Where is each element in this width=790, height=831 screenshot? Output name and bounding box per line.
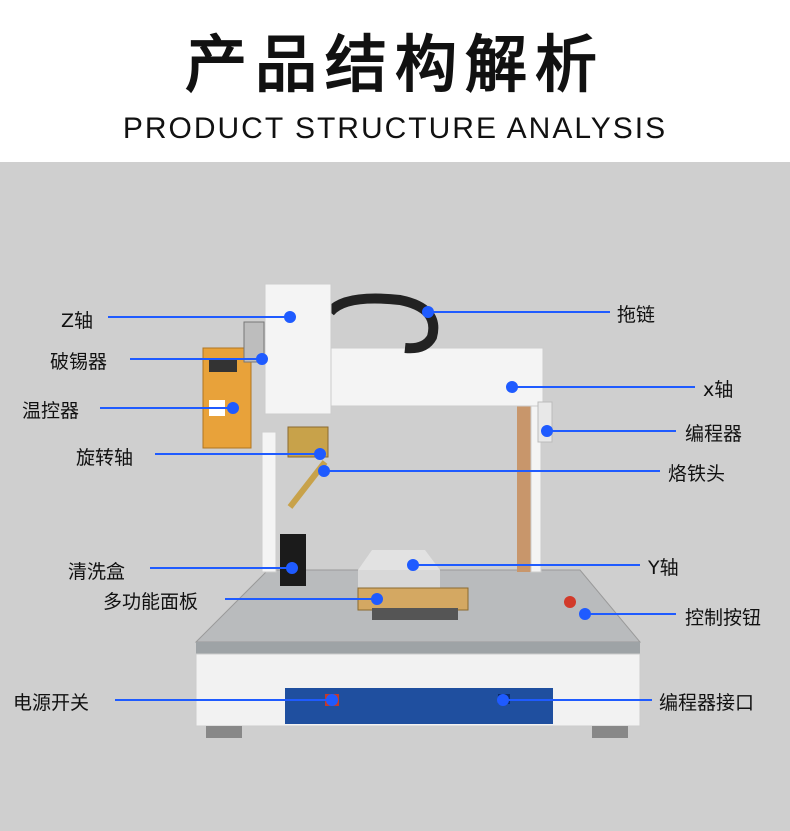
cleaning-box-shape — [280, 534, 306, 586]
soldering-machine-illustration — [100, 283, 695, 738]
label-programmer-port: 编程器接口 — [659, 692, 755, 714]
label-x-axis: x轴 — [703, 379, 734, 401]
drag-chain-shape — [326, 293, 439, 354]
left-upright — [261, 431, 277, 573]
tin-breaker-shape — [243, 321, 265, 363]
foot-right — [592, 726, 628, 738]
label-power-switch: 电源开关 — [13, 692, 90, 714]
label-multi-panel: 多功能面板 — [103, 591, 199, 613]
temp-display — [209, 360, 237, 372]
label-drag-chain: 拖链 — [617, 304, 656, 326]
page-title: 产品结构解析 — [184, 28, 605, 101]
label-tin-breaker: 破锡器 — [50, 351, 108, 373]
product-photo-area: Z轴 拖链 破锡器 x轴 温控器 编程器 旋转轴 烙铁头 清洗盒 Y轴 多功能面… — [0, 162, 790, 831]
z-axis-column — [264, 283, 332, 415]
panel-holder — [372, 608, 458, 620]
table-edge — [196, 642, 640, 654]
y-axis-rail-top — [358, 550, 440, 570]
label-soldering-tip: 烙铁头 — [668, 463, 726, 485]
right-upright-copper — [517, 402, 531, 572]
foot-left — [206, 726, 242, 738]
label-cleaning-box: 清洗盒 — [68, 561, 126, 583]
callout-lines — [100, 306, 695, 706]
label-y-axis: Y轴 — [648, 557, 679, 579]
page-subtitle: PRODUCT STRUCTURE ANALYSIS — [122, 112, 668, 145]
label-programmer: 编程器 — [685, 423, 743, 445]
label-rotary-axis: 旋转轴 — [76, 447, 134, 469]
emergency-button-shape — [564, 596, 576, 608]
label-control-button: 控制按钮 — [685, 607, 762, 629]
label-temp-controller: 温控器 — [22, 400, 80, 422]
x-axis-beam — [327, 347, 544, 407]
page-header: 产品结构解析 PRODUCT STRUCTURE ANALYSIS — [0, 0, 790, 162]
label-z-axis: Z轴 — [61, 310, 94, 332]
